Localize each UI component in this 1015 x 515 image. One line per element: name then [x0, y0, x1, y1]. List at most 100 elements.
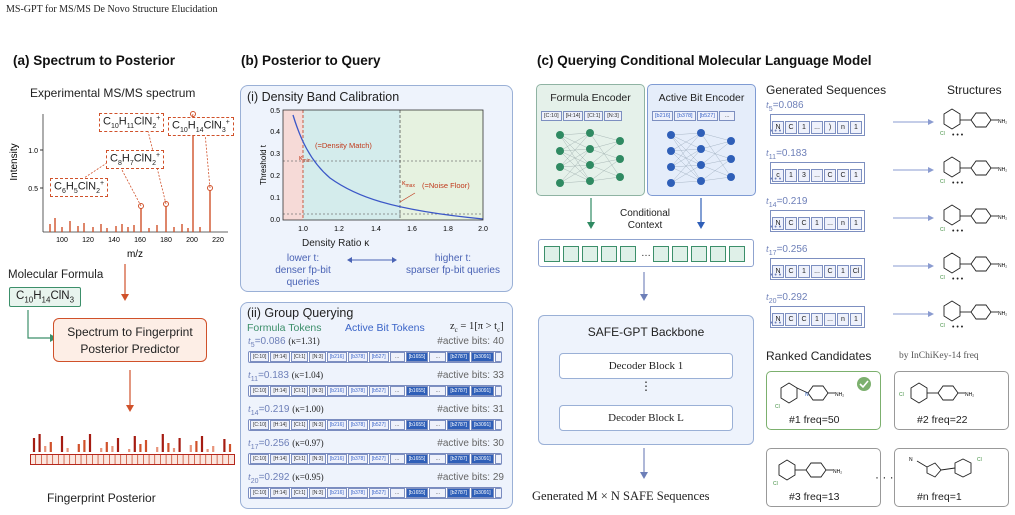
seq-token: c	[772, 169, 784, 182]
xtick: 140	[108, 237, 120, 244]
arrow-right-icon	[893, 311, 934, 317]
seq-token: 3	[798, 169, 810, 182]
seq-token: N	[772, 265, 784, 278]
query-token: [b378]	[347, 454, 368, 464]
predictor-box: Spectrum to Fingerprint Posterior Predic…	[53, 318, 207, 362]
molecule-structure-icon: ClN	[909, 457, 982, 478]
query-token: [b527]	[368, 454, 389, 464]
ytick-1-0: 1.0	[28, 148, 38, 155]
xtick: 120	[82, 237, 94, 244]
seq-token: ...	[811, 121, 823, 134]
xtick: 100	[56, 237, 68, 244]
double-arrow-icon	[347, 257, 397, 263]
query-token: [b3091]	[471, 420, 494, 430]
indicator-definition: zc = 1[π > tc]	[450, 321, 504, 335]
lower-t-note: lower t:denser fp-bit queries	[275, 253, 331, 288]
query-token: [b1655]	[405, 454, 429, 464]
kmax-label: (=Noise Floor)	[422, 181, 470, 190]
query-token: [H:14]	[270, 454, 290, 464]
query-token: [C:10]	[250, 386, 270, 396]
query-list: t5=0.086 (κ=1.31)#active bits: 40[C:10][…	[244, 336, 508, 506]
svg-text:Cl: Cl	[899, 392, 904, 398]
candidate-label-2: #2 freq=22	[917, 414, 968, 426]
seq-token: C	[824, 169, 836, 182]
seq-token: 1	[850, 313, 862, 326]
ranked-candidates-title: Ranked Candidates	[766, 349, 872, 363]
spectrum-title: Experimental MS/MS spectrum	[30, 86, 196, 100]
token-ellipsis: …	[429, 352, 447, 362]
query-token: [b2787]	[447, 420, 471, 430]
calib-xlabel: Density Ratio κ	[302, 238, 370, 249]
decoder-block-l: Decoder Block L	[559, 405, 733, 431]
query-token: [Cl:1]	[290, 420, 309, 430]
query-token: [C:10]	[250, 352, 270, 362]
fingerprint-posterior-bars	[30, 434, 235, 465]
calib-ylabel: Threshold t	[259, 144, 268, 185]
formula-encoder-tokens: [C:10][H:14][Cl:1][N:3]	[541, 111, 623, 129]
query-token: [N:3]	[309, 488, 326, 498]
context-cell	[729, 245, 745, 262]
svg-text:Cl: Cl	[940, 323, 945, 329]
fragment-box-4: C6H5ClN2+	[50, 178, 109, 197]
query-token: [b1655]	[405, 386, 429, 396]
seq-token: 1	[811, 217, 823, 230]
query-token: [b1655]	[405, 352, 429, 362]
svg-text:Cl: Cl	[940, 227, 945, 233]
token-ellipsis: …	[429, 420, 447, 430]
query-token: [b378]	[347, 386, 368, 396]
query-token: [N:3]	[309, 420, 326, 430]
svg-text:Cl: Cl	[940, 275, 945, 281]
seq-token: ...	[824, 217, 836, 230]
query-token: [C:10]	[250, 454, 270, 464]
query-token: [b3091]	[471, 386, 494, 396]
safe-gpt-backbone: SAFE-GPT Backbone Decoder Block 1 ⋮ Deco…	[538, 315, 754, 445]
query-token: [Cl:1]	[290, 488, 309, 498]
query-token: [C:10]	[250, 488, 270, 498]
query-token: [b3091]	[471, 454, 494, 464]
fragment-box-3: C8H7ClN2+	[106, 150, 165, 169]
seq-token: )	[824, 121, 836, 134]
svg-text:κmax: κmax	[402, 180, 415, 189]
svg-text:NH₂: NH₂	[835, 392, 844, 398]
query-token-row: [C:10][H:14][Cl:1][N:3][b216][b378][b527…	[248, 453, 502, 465]
neural-network-icon	[556, 129, 624, 187]
query-token-row: [C:10][H:14][Cl:1][N:3][b216][b378][b527…	[248, 487, 502, 499]
ytick-0-5: 0.5	[28, 186, 38, 193]
query-token: [b378]	[347, 352, 368, 362]
query-token: [b1655]	[405, 420, 429, 430]
token-ellipsis: …	[494, 420, 501, 430]
token-ellipsis: …	[389, 420, 405, 430]
query-token: [N:3]	[309, 352, 326, 362]
panel-c-title: (c) Querying Conditional Molecular Langu…	[537, 53, 872, 68]
query-token: [b216]	[326, 454, 347, 464]
formula-tokens-legend: Formula Tokens	[247, 322, 322, 334]
seq-token: ...	[811, 169, 823, 182]
seq-token: 1	[811, 313, 823, 326]
query-token: [b2787]	[447, 488, 471, 498]
panel-a-title: (a) Spectrum to Posterior	[13, 53, 176, 68]
arrow-right-icon	[893, 215, 934, 221]
context-cell	[601, 245, 617, 262]
generated-sequences-title: Generated Sequences	[766, 83, 887, 97]
candidate-ellipsis: · · ·	[875, 470, 894, 484]
token-ellipsis: …	[389, 454, 405, 464]
arrow-down-icon	[126, 370, 134, 412]
query-token: [b378]	[347, 420, 368, 430]
context-cell	[582, 245, 598, 262]
query-token-row: [C:10][H:14][Cl:1][N:3][b216][b378][b527…	[248, 385, 502, 397]
formula-encoder: Formula Encoder [C:10][H:14][Cl:1][N:3]	[536, 84, 645, 196]
query-token: [b527]	[368, 488, 389, 498]
seq-token: C	[798, 217, 810, 230]
